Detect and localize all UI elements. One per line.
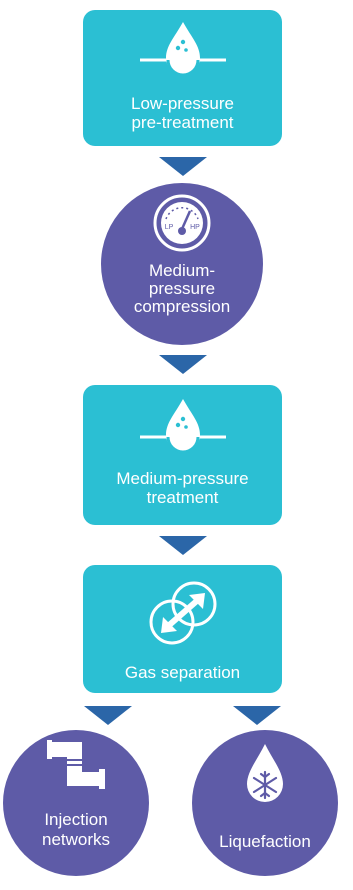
flow-arrow-right bbox=[233, 706, 281, 725]
step-gas-separation: Gas separation bbox=[83, 565, 282, 693]
pressure-gauge-icon: LP HP bbox=[153, 194, 211, 252]
flow-arrow-left bbox=[84, 706, 132, 725]
step-label: Gas separation bbox=[124, 663, 241, 682]
droplet-filter-icon bbox=[140, 399, 226, 454]
step-medium-pressure-treatment: Medium-pressure treatment bbox=[83, 385, 282, 525]
output-label: Injection networks bbox=[41, 810, 111, 849]
step-label: Medium- pressure compression bbox=[133, 261, 231, 316]
flow-arrow bbox=[159, 355, 207, 374]
droplet-filter-icon bbox=[140, 22, 226, 77]
flow-arrow bbox=[159, 157, 207, 176]
snowflake-drop-icon bbox=[247, 744, 283, 802]
output-label: Liquefaction bbox=[219, 832, 311, 851]
step-label: Low-pressure pre-treatment bbox=[131, 94, 234, 132]
flow-arrow bbox=[159, 536, 207, 555]
gauge-lp-text: LP bbox=[165, 224, 174, 231]
step-label: Medium-pressure treatment bbox=[116, 469, 249, 507]
gauge-hp-text: HP bbox=[190, 224, 200, 231]
pipe-icon bbox=[47, 740, 105, 789]
separation-arrows-icon bbox=[149, 581, 217, 645]
output-injection-networks: Injection networks bbox=[3, 730, 149, 876]
step-medium-pressure-compression: LP HP Medium- pressure compression bbox=[101, 183, 263, 345]
output-liquefaction: Liquefaction bbox=[192, 730, 338, 876]
step-low-pressure-pretreatment: Low-pressure pre-treatment bbox=[83, 10, 282, 146]
